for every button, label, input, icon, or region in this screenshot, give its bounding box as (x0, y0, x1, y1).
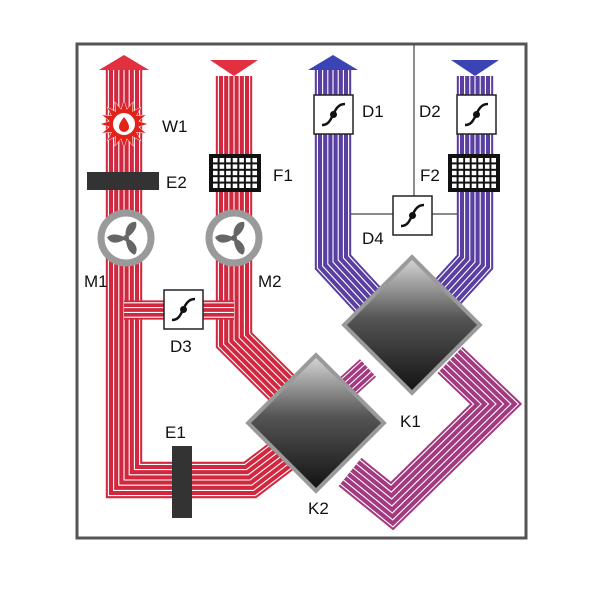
filter-grid-icon (209, 154, 261, 192)
exhaust-arrow-down-cool (451, 60, 499, 76)
label-e1: E1 (165, 423, 186, 442)
heat-exchanger-k1 (341, 254, 483, 396)
label-d3: D3 (170, 337, 192, 356)
cool-exhaust-duct (430, 76, 494, 309)
label-k1: K1 (400, 412, 421, 431)
damper-icon (456, 94, 497, 135)
label-d1: D1 (362, 102, 384, 121)
label-m1: M1 (84, 272, 108, 291)
fan-icon (205, 209, 263, 267)
label-e2: E2 (166, 173, 187, 192)
filter-grid-icon (448, 154, 500, 192)
heater-e1 (172, 446, 192, 518)
heat-exchanger-k2 (245, 352, 387, 494)
label-d2: D2 (419, 102, 441, 121)
label-f2: F2 (420, 166, 440, 185)
label-d4: D4 (362, 229, 384, 248)
damper-icon (392, 195, 433, 236)
label-w1: W1 (162, 117, 188, 136)
label-k2: K2 (308, 499, 329, 518)
fan-icon (97, 209, 155, 267)
label-f1: F1 (273, 166, 293, 185)
damper-icon (163, 289, 204, 330)
water-heater-icon (99, 99, 149, 149)
supply-arrow-up-cool (308, 55, 358, 70)
k1-k2-link-duct (337, 359, 377, 397)
heater-e2 (87, 172, 159, 190)
label-m2: M2 (258, 272, 282, 291)
damper-icon (313, 94, 354, 135)
exhaust-arrow-down-warm (210, 60, 258, 76)
k1-k2-loop-duct (338, 346, 523, 531)
supply-arrow-up-warm (99, 55, 149, 70)
